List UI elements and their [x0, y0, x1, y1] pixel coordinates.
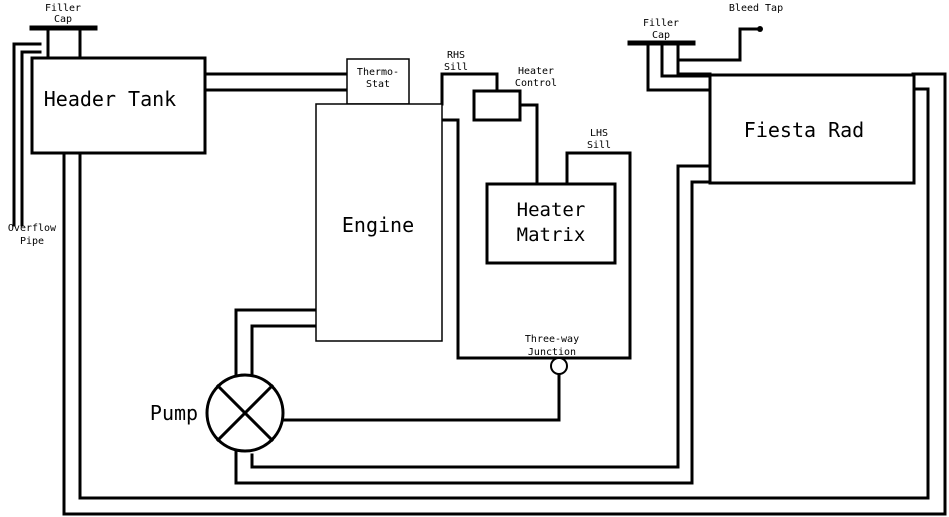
fiesta-radiator	[708, 73, 916, 185]
bleed-tap-handle	[757, 26, 763, 32]
junction-to-pump-pipe	[281, 372, 561, 422]
heater-matrix-label-1: Heater	[517, 199, 586, 221]
bleed-tap-pipe-inner	[676, 58, 712, 76]
rhs-sill-label-1: RHS	[447, 50, 465, 61]
overflow-pipe-label-2: Pipe	[20, 236, 44, 247]
three-way-junction	[550, 357, 568, 375]
heater-matrix-label-2: Matrix	[517, 224, 586, 246]
heater-control-valve	[472, 89, 522, 122]
bleed-tap-pipe	[676, 27, 760, 62]
header-return-loop-outer	[62, 72, 947, 516]
bleed-tap-label: Bleed Tap	[729, 3, 783, 14]
three-way-junction-label-1: Three-way	[525, 334, 579, 345]
rad-to-pump-inner	[234, 180, 712, 485]
fiesta-rad-label: Fiesta Rad	[744, 118, 864, 142]
pump-to-engine-outer	[234, 308, 318, 380]
three-way-junction-label-2: Junction	[528, 347, 576, 358]
rad-to-pump-outer	[250, 164, 712, 469]
heater-control-to-matrix	[518, 103, 539, 186]
engine-label: Engine	[342, 213, 414, 237]
overflow-pipe-inner	[20, 50, 42, 227]
thermostat-label-1: Thermo-	[357, 67, 399, 78]
header-return-loop-inner	[78, 87, 930, 500]
pump-label: Pump	[150, 401, 198, 425]
rad-filler-neck	[646, 41, 712, 92]
header-tank-filler-neck	[46, 26, 82, 60]
overflow-pipe	[12, 42, 42, 227]
pump-to-engine-inner	[250, 324, 318, 376]
pump	[205, 373, 285, 453]
filler-cap-left-label-2: Cap	[54, 14, 72, 25]
heater-control-label-1: Heater	[518, 66, 554, 77]
header-tank	[30, 56, 207, 155]
header-tank-label: Header Tank	[44, 87, 176, 111]
filler-cap-left-label-1: Filler	[45, 3, 81, 14]
heater-matrix	[485, 182, 617, 265]
header-to-thermostat-pipe	[203, 72, 349, 92]
lhs-sill-label-2: Sill	[587, 140, 611, 151]
heater-control-label-2: Control	[515, 78, 557, 89]
engine-to-junction-pipe	[440, 118, 632, 360]
filler-cap-right-label-2: Cap	[652, 30, 670, 41]
filler-cap-right-label-1: Filler	[643, 18, 679, 29]
engine	[315, 103, 443, 342]
thermostat	[346, 58, 410, 105]
overflow-pipe-label-1: Overflow	[8, 223, 57, 234]
thermostat-label-2: Stat	[366, 79, 390, 90]
lhs-sill-label-1: LHS	[590, 128, 608, 139]
rhs-sill-label-2: Sill	[444, 62, 468, 73]
